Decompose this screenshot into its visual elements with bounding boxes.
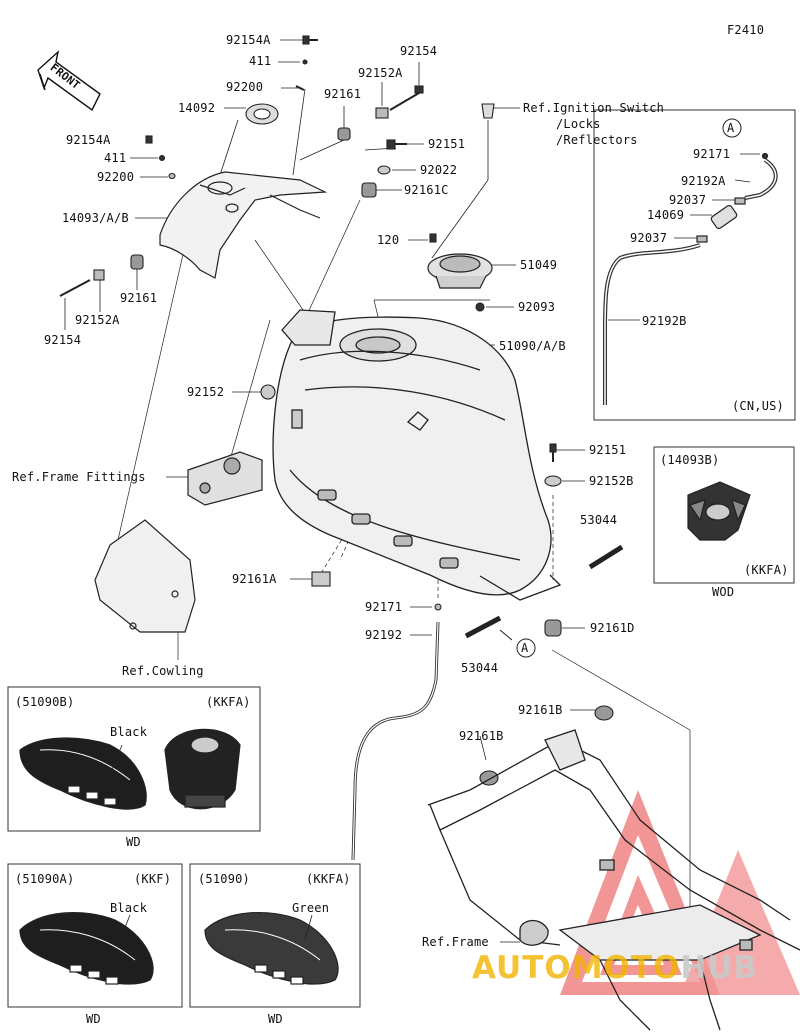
- frame-fittings-part: [187, 451, 263, 506]
- tank-51090a-drawing: [19, 912, 154, 985]
- label-92154a-left: 92154A: [66, 133, 111, 147]
- label-411-left: 411: [104, 151, 127, 165]
- inset-51090a-frame: [7, 863, 183, 1008]
- label-120: 120: [377, 233, 400, 247]
- inset-51090-color: Green: [292, 901, 330, 915]
- label-92154-left: 92154: [44, 333, 82, 347]
- label-92161b-left: 92161B: [459, 729, 504, 743]
- tank-cover-part: [159, 171, 328, 279]
- tank-51090b-drawing: [19, 728, 241, 810]
- label-ref-reflectors: /Reflectors: [556, 133, 638, 147]
- watermark-text: AUTOMOTOHUB: [472, 950, 758, 986]
- label-92151-top: 92151: [428, 137, 466, 151]
- fuel-tank-part: [272, 309, 562, 601]
- label-92161d: 92161D: [590, 621, 635, 635]
- label-ref-frame-fittings: Ref.Frame Fittings: [12, 470, 146, 484]
- label-92154-top: 92154: [400, 44, 438, 58]
- label-92161-top: 92161: [324, 87, 362, 101]
- label-92161-left: 92161: [120, 291, 158, 305]
- inset-51090-frame: [189, 863, 361, 1008]
- inset-51090-caption: WD: [268, 1012, 283, 1026]
- label-92200-left: 92200: [97, 170, 135, 184]
- inset-14093b-model: (KKFA): [744, 563, 789, 577]
- inset-label-92037-a: 92037: [669, 193, 707, 207]
- inset-51090-title: (51090): [198, 872, 250, 886]
- label-92154a-top: 92154A: [226, 33, 271, 47]
- label-51090: 51090/A/B: [499, 339, 566, 353]
- label-ref-cowling: Ref.Cowling: [122, 664, 204, 678]
- leader-lines: [64, 39, 598, 943]
- label-92151-right: 92151: [589, 443, 627, 457]
- inset-51090a-color: Black: [110, 901, 148, 915]
- fuel-cap-part: [427, 253, 493, 289]
- label-51049: 51049: [520, 258, 558, 272]
- inset-label-92192a: 92192A: [681, 174, 726, 188]
- label-411-top: 411: [249, 54, 272, 68]
- label-92152b: 92152B: [589, 474, 634, 488]
- inset-51090a-model: (KKF): [134, 872, 172, 886]
- watermark-part2: HUB: [680, 950, 759, 986]
- inset-51090-model: (KKFA): [306, 872, 351, 886]
- diagram-code: F2410: [727, 23, 765, 37]
- label-92152: 92152: [187, 385, 225, 399]
- label-14093: 14093/A/B: [62, 211, 129, 225]
- label-92152a-top: 92152A: [358, 66, 403, 80]
- motorcycle-frame-part: [427, 729, 800, 1031]
- inset-51090a-caption: WD: [86, 1012, 101, 1026]
- label-ref-ignition-switch: Ref.Ignition Switch: [523, 101, 665, 115]
- label-92161b-right: 92161B: [518, 703, 563, 717]
- inset-51090b-caption: WD: [126, 835, 141, 849]
- label-92161a: 92161A: [232, 572, 277, 586]
- inset-label-92192b: 92192B: [642, 314, 687, 328]
- label-92152a-left: 92152A: [75, 313, 120, 327]
- tank-51090-drawing: [204, 912, 339, 985]
- inset-callout-a: A: [727, 121, 735, 135]
- label-92192: 92192: [365, 628, 403, 642]
- front-arrow-icon: [37, 50, 101, 112]
- label-ref-frame: Ref.Frame: [422, 935, 489, 949]
- label-92093: 92093: [518, 300, 556, 314]
- inset-51090a-title: (51090A): [15, 872, 75, 886]
- inset-51090b-title: (51090B): [15, 695, 75, 709]
- label-53044-right: 53044: [580, 513, 618, 527]
- cover-kkfa-drawing: [687, 481, 751, 541]
- hardware-parts: [59, 35, 624, 786]
- vent-hose-drawing: [603, 152, 778, 405]
- label-92171-mid: 92171: [365, 600, 403, 614]
- callout-a-label: A: [521, 641, 529, 655]
- cowling-part: [94, 519, 196, 633]
- label-92161c: 92161C: [404, 183, 449, 197]
- label-53044-low: 53044: [461, 661, 499, 675]
- inset-14093b-title: (14093B): [660, 453, 720, 467]
- inset-label-92171: 92171: [693, 147, 731, 161]
- label-ref-locks: /Locks: [556, 117, 601, 131]
- inset-label-92037-b: 92037: [630, 231, 668, 245]
- inset-51090b-model: (KKFA): [206, 695, 251, 709]
- inset-51090b-frame: [7, 686, 261, 832]
- label-92022: 92022: [420, 163, 458, 177]
- label-92200-top: 92200: [226, 80, 264, 94]
- label-14092: 14092: [178, 101, 216, 115]
- inset-region: (CN,US): [732, 399, 784, 413]
- callout-a-icon: [499, 118, 742, 658]
- inset-cn-us-frame: [593, 109, 796, 421]
- inset-51090b-color: Black: [110, 725, 148, 739]
- inset-label-14069: 14069: [647, 208, 685, 222]
- inset-14093b-frame: [653, 446, 795, 584]
- inset-14093b-caption: WOD: [712, 585, 735, 599]
- watermark-part1: AUTOMOTO: [472, 950, 681, 986]
- fuel-hose-part: [351, 621, 440, 861]
